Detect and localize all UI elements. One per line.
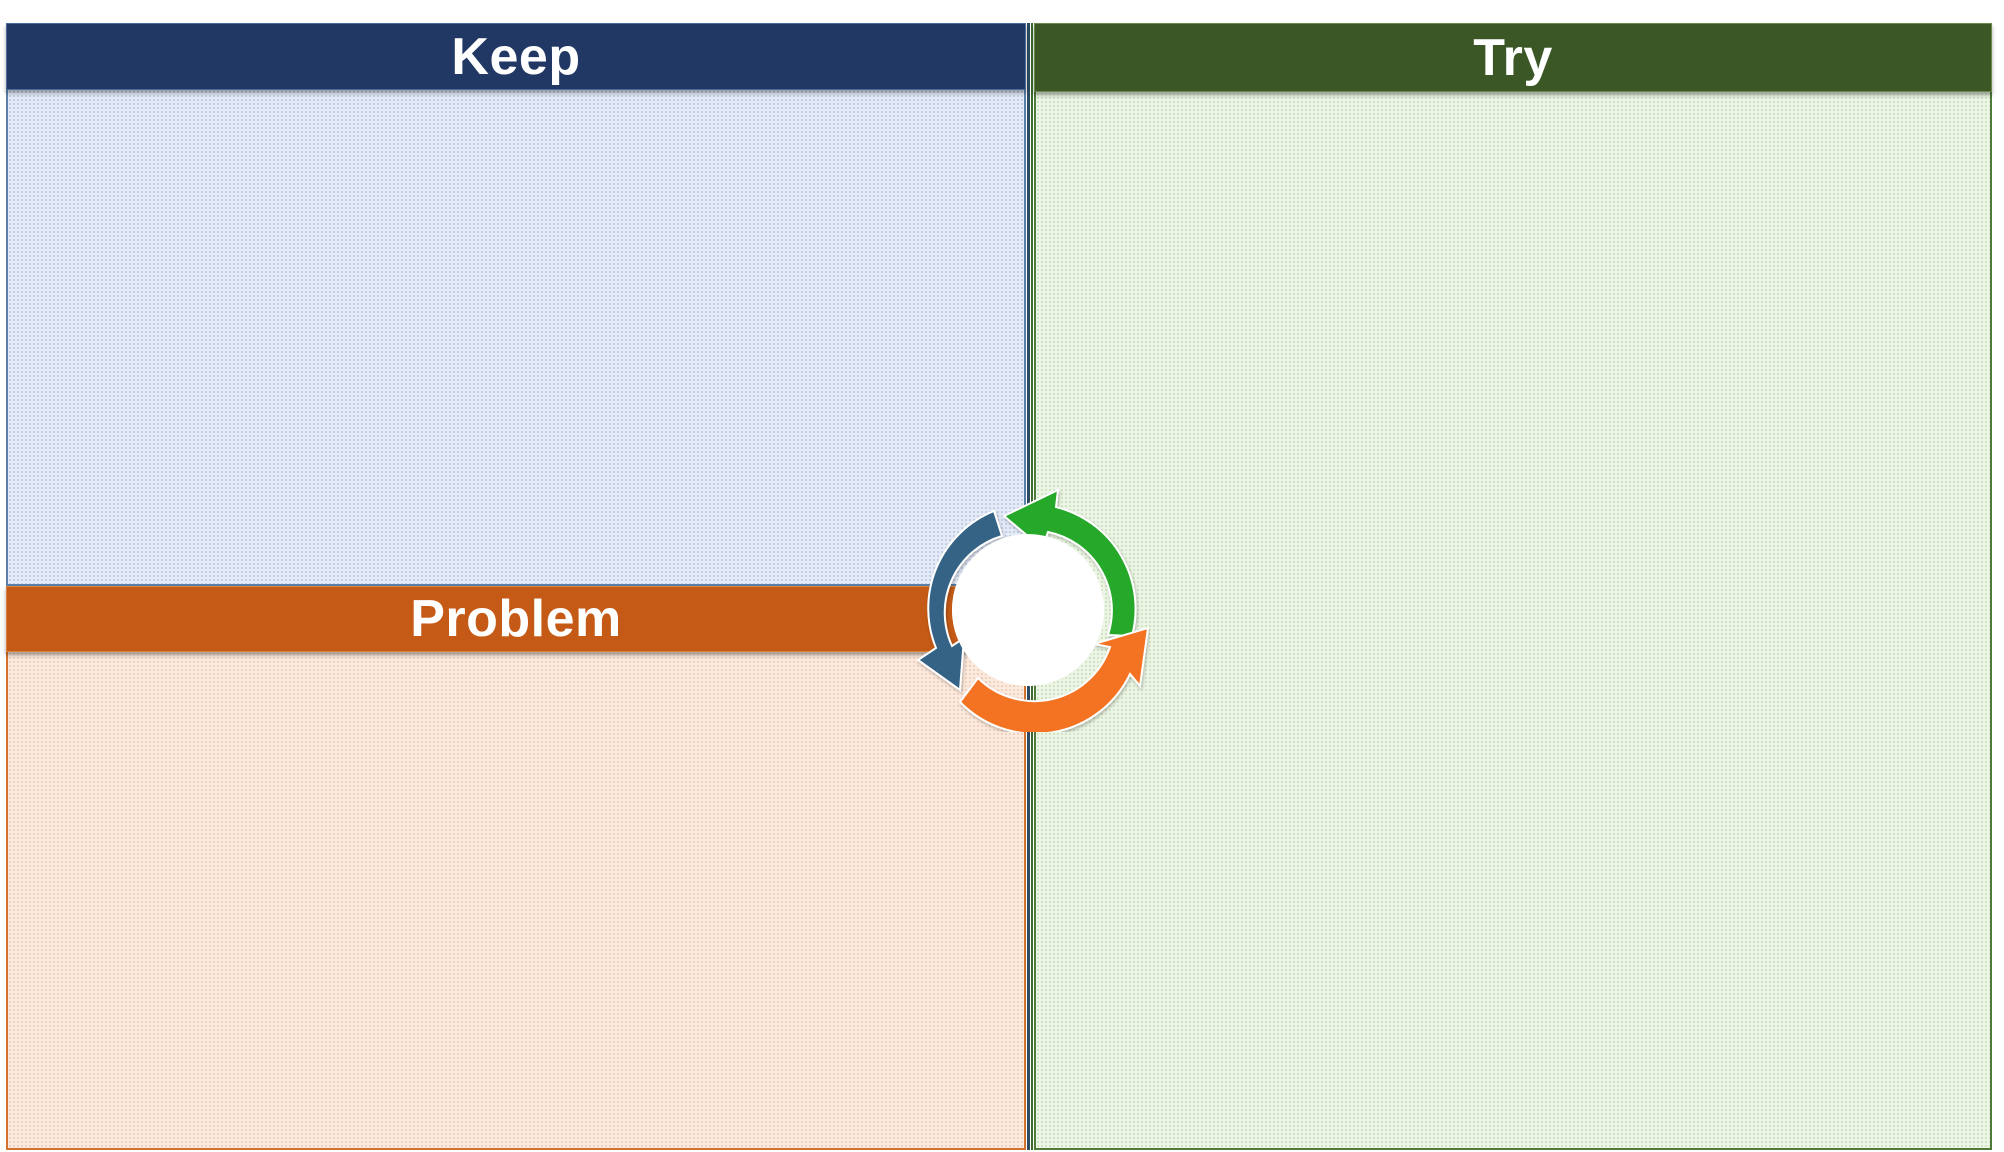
try-title: Try — [1473, 28, 1553, 87]
green-arrow — [1002, 488, 1137, 638]
try-header: Try — [1034, 23, 1992, 92]
cycle-arrows-icon — [906, 488, 1150, 735]
problem-title: Problem — [410, 590, 622, 648]
problem-header: Problem — [6, 586, 1026, 652]
keep-title: Keep — [451, 27, 581, 86]
keep-header: Keep — [6, 23, 1026, 90]
blue-arrow — [916, 509, 1004, 692]
keep-area — [6, 90, 1026, 586]
problem-area — [6, 652, 1026, 1150]
try-area — [1034, 92, 1992, 1150]
orange-arrow — [958, 626, 1150, 735]
